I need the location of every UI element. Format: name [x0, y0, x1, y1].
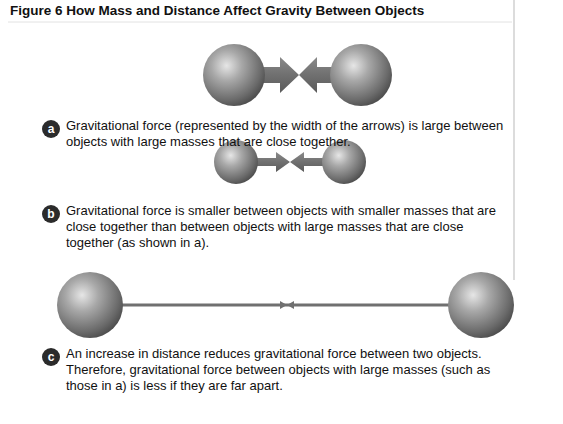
panel-c-art — [57, 272, 514, 338]
panel-letter: b — [47, 208, 54, 220]
panel-letter-badge: a — [42, 120, 60, 138]
panel-caption: Gravitational force (represented by the … — [66, 118, 506, 150]
page-edge-line — [513, 0, 515, 280]
figure-title: Figure 6 How Mass and Distance Affect Gr… — [10, 3, 424, 19]
panel-a-art — [203, 44, 392, 106]
panel-caption: Gravitational force is smaller between o… — [66, 203, 506, 251]
panel-letter-badge: b — [42, 205, 60, 223]
panel-caption: An increase in distance reduces gravitat… — [66, 346, 506, 394]
title-rule — [8, 22, 512, 23]
panel-letter: a — [48, 123, 55, 135]
panel-letter: c — [48, 351, 55, 363]
panel-letter-badge: c — [42, 348, 60, 366]
